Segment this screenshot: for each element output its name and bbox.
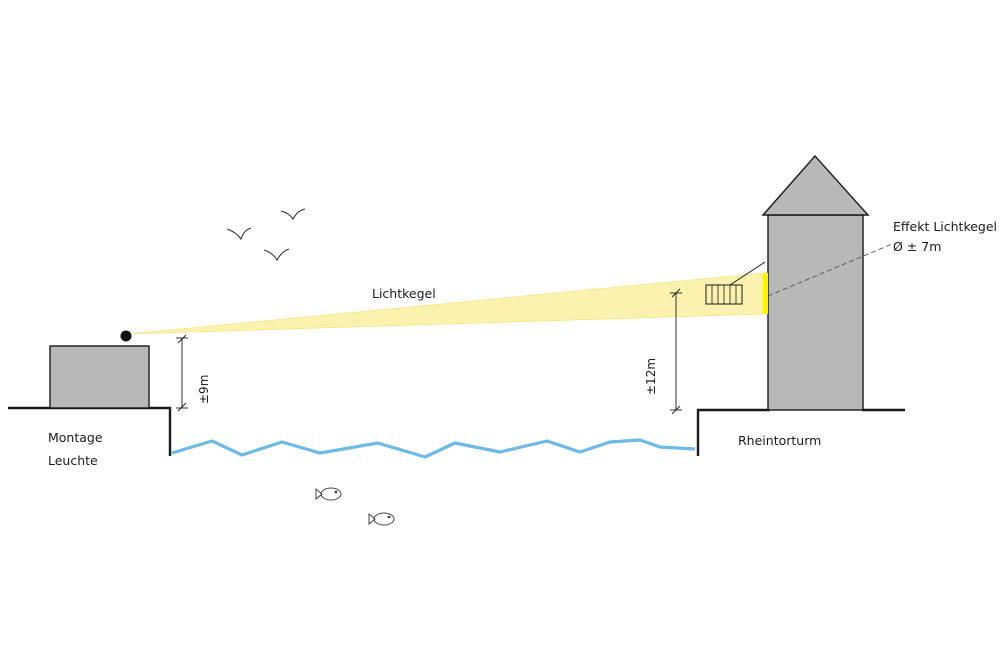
bird-icon: [226, 227, 252, 241]
water-line: [171, 438, 696, 459]
montage-block: [49, 345, 150, 409]
fish-icon: [368, 512, 395, 526]
label-dim-left: ±9m: [197, 375, 211, 404]
fixture-ribs: [711, 285, 737, 304]
label-montage-line2: Leuchte: [48, 453, 98, 468]
birds: [226, 208, 306, 262]
label-montage-line1: Montage: [48, 430, 103, 445]
label-lichtkegel: Lichtkegel: [372, 286, 436, 301]
light-beam: [127, 272, 766, 335]
bird-icon: [263, 248, 290, 262]
label-effekt-line1: Effekt Lichtkegel: [893, 219, 997, 234]
dimension-left: [176, 334, 188, 412]
fish-icon: [315, 487, 342, 501]
label-rheintorturm: Rheintorturm: [738, 433, 821, 448]
label-dim-right: ±12m: [644, 358, 658, 395]
tower-body: [767, 214, 864, 411]
tower-roof: [761, 154, 870, 216]
effect-leader: [767, 243, 893, 297]
bird-icon: [280, 208, 306, 221]
fixture-arm: [729, 261, 766, 286]
ground-right: [696, 408, 770, 456]
light-spot: [763, 273, 768, 314]
luminaire-dot: [120, 330, 132, 342]
label-effekt-line2: Ø ± 7m: [893, 239, 941, 254]
dimension-right: [670, 288, 682, 415]
